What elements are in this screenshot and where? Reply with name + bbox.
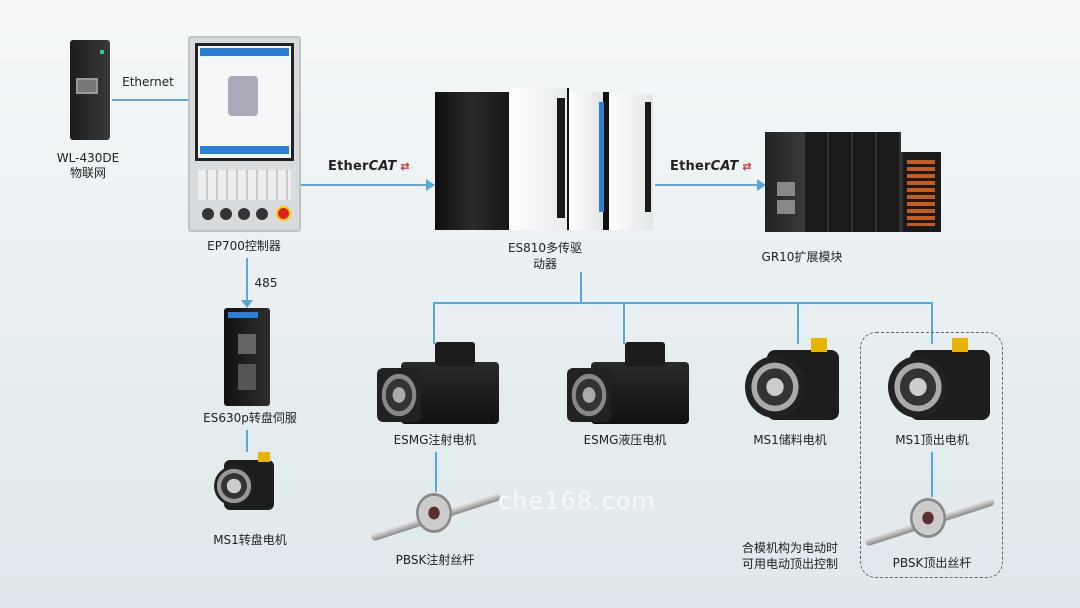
rs485-label: 485 <box>254 276 278 290</box>
turntable-servo-device[interactable] <box>224 308 270 406</box>
eject-motor-label: MS1顶出电机 <box>895 433 969 447</box>
injection-ball-screw[interactable] <box>368 485 503 547</box>
eject-ball-screw[interactable] <box>862 490 997 552</box>
controller-device[interactable] <box>188 36 301 232</box>
turntable-motor[interactable] <box>210 452 282 514</box>
arrow-head-icon <box>426 179 435 191</box>
watermark: che168.com <box>498 487 656 515</box>
storage-motor-label: MS1储料电机 <box>753 433 827 447</box>
controller-screen <box>195 43 294 161</box>
hydraulic-motor-label: ESMG液压电机 <box>583 433 667 447</box>
note-line-1: 合模机构为电动时 <box>741 541 838 555</box>
rs485-line <box>246 258 248 304</box>
servo-to-motor-line <box>246 430 248 452</box>
bus-drop <box>797 302 799 344</box>
io-module-label: GR10扩展模块 <box>761 250 843 264</box>
multi-drive-label: ES810多传驱 <box>507 241 583 255</box>
ethernet-line <box>112 99 188 101</box>
bus-drop <box>931 302 933 344</box>
controller-label: EP700控制器 <box>207 239 281 253</box>
gateway-device[interactable] <box>70 40 110 140</box>
bus-drop <box>623 302 625 344</box>
emergency-stop-icon <box>276 206 291 221</box>
eject-screw-label: PBSK顶出丝杆 <box>892 556 972 570</box>
ethercat-line-2 <box>655 184 759 186</box>
injection-motor-label: ESMG注射电机 <box>393 433 477 447</box>
arrow-head-icon <box>241 300 253 308</box>
bus-drop <box>433 302 435 344</box>
multi-drive-label-2: 动器 <box>532 257 557 271</box>
arrow-head-icon <box>757 179 766 191</box>
motor-to-screw-line <box>435 452 437 492</box>
eject-group-outline <box>860 332 1003 578</box>
note-line-2: 可用电动顶出控制 <box>741 557 838 571</box>
ethernet-label: Ethernet <box>122 75 174 89</box>
ethercat-logo: EtherCAT ⇄ <box>328 159 410 174</box>
bus-line <box>433 302 933 304</box>
injection-screw-label: PBSK注射丝杆 <box>395 553 475 567</box>
turntable-motor-label: MS1转盘电机 <box>213 533 287 547</box>
ethercat-line-1 <box>300 184 428 186</box>
gateway-sublabel: 物联网 <box>69 166 106 180</box>
turntable-servo-label: ES630p转盘伺服 <box>203 411 297 425</box>
io-module-device[interactable] <box>765 132 941 232</box>
controller-keypad <box>198 170 291 200</box>
ethercat-logo: EtherCAT ⇄ <box>670 159 752 174</box>
bus-trunk <box>580 272 582 303</box>
multi-drive-device[interactable] <box>435 88 657 230</box>
gateway-label: WL-430DE <box>56 151 120 165</box>
eject-motor[interactable] <box>876 338 994 426</box>
hydraulic-motor[interactable] <box>565 340 691 428</box>
storage-motor[interactable] <box>737 338 841 426</box>
motor-to-screw-line <box>931 452 933 497</box>
injection-motor[interactable] <box>375 340 501 428</box>
